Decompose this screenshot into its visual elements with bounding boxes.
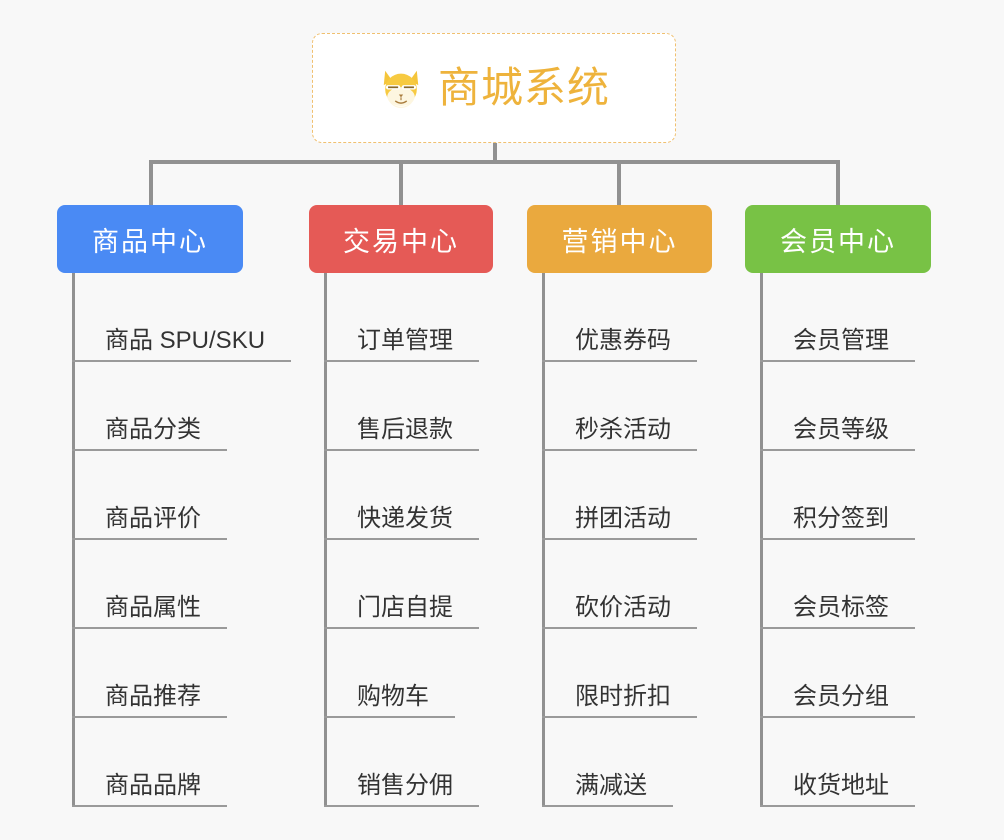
branch-column: 营销中心 — [527, 205, 712, 273]
leaf-item[interactable]: 订单管理 — [324, 273, 479, 362]
category-box[interactable]: 会员中心 — [745, 205, 931, 273]
leaf-item[interactable]: 门店自提 — [324, 540, 479, 629]
leaf-label: 积分签到 — [793, 505, 889, 532]
leaf-label: 砍价活动 — [575, 594, 671, 621]
leaf-item[interactable]: 商品分类 — [72, 362, 227, 451]
leaf-label: 拼团活动 — [575, 505, 671, 532]
leaf-item[interactable]: 销售分佣 — [324, 718, 479, 807]
leaf-item[interactable]: 售后退款 — [324, 362, 479, 451]
leaf-list: 优惠券码秒杀活动拼团活动砍价活动限时折扣满减送 — [542, 273, 697, 807]
connector-drop-2 — [399, 160, 403, 205]
leaf-item[interactable]: 砍价活动 — [542, 540, 697, 629]
leaf-item[interactable]: 购物车 — [324, 629, 455, 718]
leaf-item[interactable]: 商品 SPU/SKU — [72, 273, 292, 362]
leaf-item[interactable]: 会员标签 — [760, 540, 915, 629]
leaf-label: 订单管理 — [357, 327, 453, 354]
leaf-item[interactable]: 快递发货 — [324, 451, 479, 540]
branch-column: 会员中心 — [745, 205, 931, 273]
leaf-item[interactable]: 优惠券码 — [542, 273, 697, 362]
category-box[interactable]: 营销中心 — [527, 205, 712, 273]
leaf-list: 订单管理售后退款快递发货门店自提购物车销售分佣 — [324, 273, 479, 807]
leaf-label: 会员分组 — [793, 683, 889, 710]
leaf-label: 购物车 — [357, 683, 429, 710]
connector-horizontal-bus — [149, 160, 840, 164]
branch-column: 商品中心 — [57, 205, 243, 273]
leaf-list: 会员管理会员等级积分签到会员标签会员分组收货地址 — [760, 273, 915, 807]
leaf-item[interactable]: 秒杀活动 — [542, 362, 697, 451]
leaf-item[interactable]: 商品品牌 — [72, 718, 227, 807]
leaf-label: 秒杀活动 — [575, 416, 671, 443]
leaf-label: 售后退款 — [357, 416, 453, 443]
category-label: 交易中心 — [343, 226, 459, 257]
connector-drop-4 — [836, 160, 840, 205]
leaf-item[interactable]: 满减送 — [542, 718, 673, 807]
leaf-label: 商品 SPU/SKU — [105, 327, 266, 354]
leaf-item[interactable]: 积分签到 — [760, 451, 915, 540]
category-box[interactable]: 交易中心 — [309, 205, 493, 273]
leaf-label: 商品推荐 — [105, 683, 201, 710]
leaf-item[interactable]: 会员管理 — [760, 273, 915, 362]
leaf-label: 满减送 — [575, 772, 647, 799]
leaf-label: 快递发货 — [357, 505, 453, 532]
root-node[interactable]: 商城系统 — [312, 33, 676, 143]
leaf-item[interactable]: 商品属性 — [72, 540, 227, 629]
leaf-item[interactable]: 会员分组 — [760, 629, 915, 718]
category-label: 营销中心 — [561, 226, 678, 257]
category-label: 商品中心 — [92, 226, 208, 257]
category-label: 会员中心 — [780, 226, 896, 257]
connector-root-stem — [493, 143, 497, 163]
leaf-item[interactable]: 限时折扣 — [542, 629, 697, 718]
leaf-item[interactable]: 商品评价 — [72, 451, 227, 540]
category-box[interactable]: 商品中心 — [57, 205, 243, 273]
leaf-item[interactable]: 收货地址 — [760, 718, 915, 807]
leaf-label: 优惠券码 — [575, 327, 671, 354]
shiba-dog-face-icon — [378, 65, 424, 111]
leaf-label: 门店自提 — [357, 594, 453, 621]
leaf-label: 会员等级 — [793, 416, 889, 443]
leaf-label: 商品分类 — [105, 416, 201, 443]
leaf-label: 商品品牌 — [105, 772, 201, 799]
leaf-item[interactable]: 拼团活动 — [542, 451, 697, 540]
leaf-label: 限时折扣 — [575, 683, 671, 710]
leaf-label: 商品评价 — [105, 505, 201, 532]
connector-drop-3 — [617, 160, 621, 205]
branch-column: 交易中心 — [309, 205, 493, 273]
leaf-label: 收货地址 — [793, 772, 889, 799]
connector-drop-1 — [149, 160, 153, 205]
leaf-label: 商品属性 — [105, 594, 201, 621]
leaf-label: 销售分佣 — [357, 772, 453, 799]
leaf-label: 会员标签 — [793, 594, 889, 621]
leaf-list: 商品 SPU/SKU 商品分类商品评价商品属性商品推荐商品品牌 — [72, 273, 292, 807]
leaf-item[interactable]: 商品推荐 — [72, 629, 227, 718]
leaf-label: 会员管理 — [793, 327, 889, 354]
root-title: 商城系统 — [437, 64, 610, 111]
leaf-item[interactable]: 会员等级 — [760, 362, 915, 451]
